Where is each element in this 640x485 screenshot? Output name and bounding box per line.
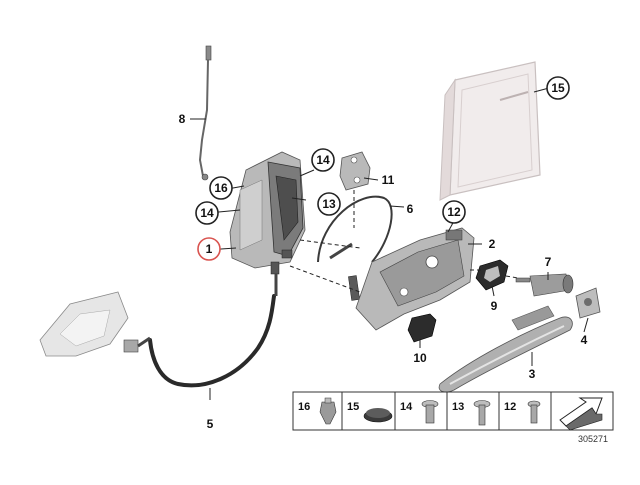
plug-icon: [363, 408, 393, 423]
legend-item-14: 14: [400, 400, 439, 424]
door-lock-module: [229, 151, 306, 275]
inner-door-handle: [39, 291, 139, 357]
callout-2: 2: [489, 237, 496, 251]
legend-item-15: 15: [347, 401, 393, 423]
svg-text:15: 15: [347, 401, 359, 413]
bowden-cable-inner: [137, 274, 278, 388]
callout-5: 5: [207, 417, 214, 431]
callout-14-lower: 14: [195, 201, 219, 225]
callout-6: 6: [407, 202, 414, 216]
assembly-lines: [289, 190, 519, 293]
legend-item-16: 16: [298, 397, 337, 425]
svg-text:16: 16: [298, 401, 310, 413]
legend-item-13: 13: [452, 400, 491, 426]
bolt-icon: [421, 400, 439, 424]
svg-text:13: 13: [452, 401, 464, 413]
gasket-front: [407, 313, 437, 343]
callout-7: 7: [545, 255, 552, 269]
handle-carrier: [355, 227, 475, 331]
bowden-cable-handle: [317, 195, 393, 301]
svg-text:16: 16: [214, 181, 228, 195]
clip-icon: [319, 397, 337, 425]
callout-8: 8: [179, 112, 186, 126]
gasket-rear: [475, 259, 509, 291]
callout-14-upper: 14: [311, 148, 335, 172]
callout-3: 3: [529, 367, 536, 381]
svg-text:14: 14: [400, 401, 413, 413]
outside-door-handle: [438, 305, 573, 393]
callout-10: 10: [413, 351, 427, 365]
callout-11: 11: [382, 173, 395, 187]
callout-9: 9: [491, 299, 498, 313]
view-direction-arrow-icon: [559, 397, 603, 431]
door-panel: [439, 61, 541, 201]
svg-text:14: 14: [200, 206, 214, 220]
callout-4: 4: [581, 333, 588, 347]
bolt-icon: [473, 400, 491, 426]
hardware-legend: 16 15 14 13: [292, 391, 614, 431]
svg-text:1: 1: [206, 242, 213, 256]
legend-item-12: 12: [504, 400, 541, 424]
bolt-icon: [527, 400, 541, 424]
reference-number: 305271: [578, 434, 608, 444]
svg-text:14: 14: [316, 153, 330, 167]
callout-12: 12: [442, 200, 466, 224]
callout-16: 16: [209, 176, 233, 200]
callout-15: 15: [546, 76, 570, 100]
lock-rod: [198, 45, 212, 181]
callout-1: 1: [197, 237, 221, 261]
svg-text:12: 12: [447, 205, 461, 219]
lock-cylinder: [515, 273, 574, 297]
callout-13: 13: [317, 192, 341, 216]
svg-text:13: 13: [322, 197, 336, 211]
svg-text:15: 15: [551, 81, 565, 95]
handle-bracket: [339, 151, 371, 191]
handle-cap: [575, 287, 601, 319]
svg-text:12: 12: [504, 401, 516, 413]
